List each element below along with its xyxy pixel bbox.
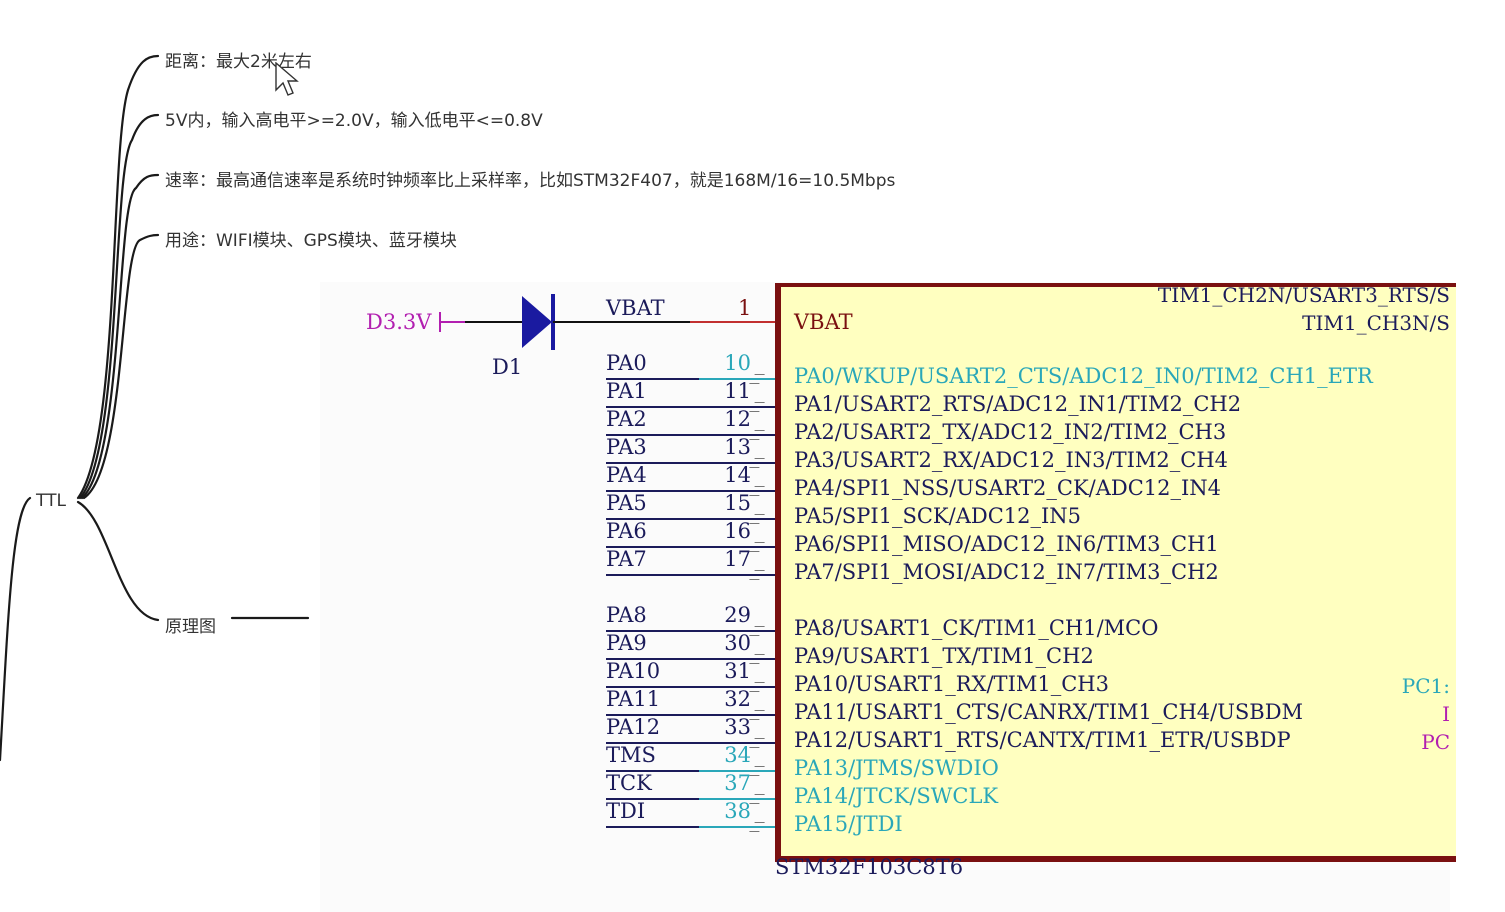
branch-schematic — [76, 500, 160, 622]
mindmap-item-distance[interactable]: 距离：最大2米左右 — [165, 52, 312, 72]
pin-number: 10 — [724, 351, 751, 375]
pin-number: 33 — [724, 715, 751, 739]
vbat-net-label: VBAT — [606, 296, 665, 320]
pin-number: 16 — [724, 519, 751, 543]
pin-net-label: PA1 — [606, 379, 647, 403]
pin-number: 32 — [724, 687, 751, 711]
pin-number: 15 — [724, 491, 751, 515]
pin-number: 17 — [724, 547, 751, 571]
pin-wire — [606, 630, 775, 632]
root-link — [0, 496, 32, 762]
branch-voltage — [78, 113, 160, 500]
chip-vbat-label: VBAT — [794, 310, 853, 334]
pin-net-label: PA9 — [606, 631, 647, 655]
pin-wire — [606, 714, 775, 716]
mouse-cursor-icon — [275, 62, 299, 96]
pin-number: 13 — [724, 435, 751, 459]
pin-net-label: TCK — [606, 771, 652, 795]
chip-part-name: STM32F103C8T6 — [775, 855, 964, 879]
mindmap-item-usage[interactable]: 用途：WIFI模块、GPS模块、蓝牙模块 — [165, 231, 457, 251]
branch-distance — [76, 54, 160, 500]
pin-function-label: PA13/JTMS/SWDIO — [794, 756, 999, 780]
chip-right-partial-2: I — [1442, 702, 1450, 726]
vbat-pin-number: 1 — [738, 296, 752, 320]
pin-wire — [606, 378, 775, 380]
pin-number: 34 — [724, 743, 751, 767]
pin-number: 38 — [724, 799, 751, 823]
pin-net-label: TDI — [606, 799, 646, 823]
pin-net-label: PA11 — [606, 687, 661, 711]
pin-net-label: PA12 — [606, 715, 661, 739]
pin-function-label: PA7/SPI1_MOSI/ADC12_IN7/TIM3_CH2 — [794, 560, 1219, 584]
pin-function-label: PA9/USART1_TX/TIM1_CH2 — [794, 644, 1094, 668]
branch-usage — [82, 233, 160, 500]
pin-net-label: PA2 — [606, 407, 647, 431]
pin-wire — [606, 658, 775, 660]
pin-net-label: PA6 — [606, 519, 647, 543]
pin-number: 31 — [724, 659, 751, 683]
power-label: D3.3V — [366, 310, 432, 334]
pin-function-label: PA4/SPI1_NSS/USART2_CK/ADC12_IN4 — [794, 476, 1222, 500]
pin-function-label: PA2/USART2_TX/ADC12_IN2/TIM2_CH3 — [794, 420, 1227, 444]
pin-wire — [606, 462, 775, 464]
pin-net-label: PA4 — [606, 463, 647, 487]
pin-function-label: PA3/USART2_RX/ADC12_IN3/TIM2_CH4 — [794, 448, 1229, 472]
chip-body — [775, 283, 1456, 862]
pin-function-label: PA6/SPI1_MISO/ADC12_IN6/TIM3_CH1 — [794, 532, 1219, 556]
mindmap-item-rate[interactable]: 速率：最高通信速率是系统时钟频率比上采样率，比如STM32F407，就是168M… — [165, 171, 896, 191]
mindmap-item-voltage[interactable]: 5V内，输入高电平>=2.0V，输入低电平<=0.8V — [165, 111, 543, 131]
pin-function-label: PA1/USART2_RTS/ADC12_IN1/TIM2_CH2 — [794, 392, 1242, 416]
pin-net-label: PA5 — [606, 491, 647, 515]
pin-wire — [606, 686, 775, 688]
chip-right-partial-3: PC — [1421, 730, 1450, 754]
pin-number: 29 — [724, 603, 751, 627]
mindmap-root-ttl[interactable]: TTL — [36, 491, 66, 511]
pin-wire — [606, 742, 775, 744]
chip-top-right-1: TIM1_CH2N/USART3_RTS/S — [1157, 283, 1450, 307]
pin-number: 11 — [724, 379, 751, 403]
pin-wire — [606, 518, 775, 520]
pin-wire — [606, 406, 775, 408]
pin-function-label: PA0/WKUP/USART2_CTS/ADC12_IN0/TIM2_CH1_E… — [794, 364, 1373, 388]
pin-net-label: PA8 — [606, 603, 647, 627]
pin-function-label: PA12/USART1_RTS/CANTX/TIM1_ETR/USBDP — [794, 728, 1291, 752]
pin-number: 37 — [724, 771, 751, 795]
chip-top-right-2: TIM1_CH3N/S — [1302, 311, 1450, 335]
mindmap-item-schematic[interactable]: 原理图 — [165, 617, 216, 637]
pin-function-label: PA8/USART1_CK/TIM1_CH1/MCO — [794, 616, 1159, 640]
pin-net-label: PA0 — [606, 351, 647, 375]
chip-right-partial-1: PC1: — [1401, 674, 1450, 698]
pin-net-label: PA10 — [606, 659, 661, 683]
pin-net-label: PA7 — [606, 547, 647, 571]
pin-number: 12 — [724, 407, 751, 431]
pin-wire — [606, 546, 775, 548]
pin-function-label: PA15/JTDI — [794, 812, 903, 836]
pin-function-label: PA10/USART1_RX/TIM1_CH3 — [794, 672, 1109, 696]
branch-rate — [80, 173, 160, 500]
pin-function-label: PA11/USART1_CTS/CANRX/TIM1_CH4/USBDM — [794, 700, 1304, 724]
pin-function-label: PA5/SPI1_SCK/ADC12_IN5 — [794, 504, 1082, 528]
pin-wire — [606, 770, 775, 772]
pin-wire — [606, 826, 775, 828]
pin-wire — [606, 798, 775, 800]
pin-wire — [606, 434, 775, 436]
pin-net-label: PA3 — [606, 435, 647, 459]
diode-label: D1 — [492, 355, 523, 379]
pin-function-label: PA14/JTCK/SWCLK — [794, 784, 999, 808]
pin-wire — [606, 574, 775, 576]
pin-number: 14 — [724, 463, 751, 487]
pin-net-label: TMS — [606, 743, 656, 767]
pin-wire — [606, 490, 775, 492]
pin-number: 30 — [724, 631, 751, 655]
